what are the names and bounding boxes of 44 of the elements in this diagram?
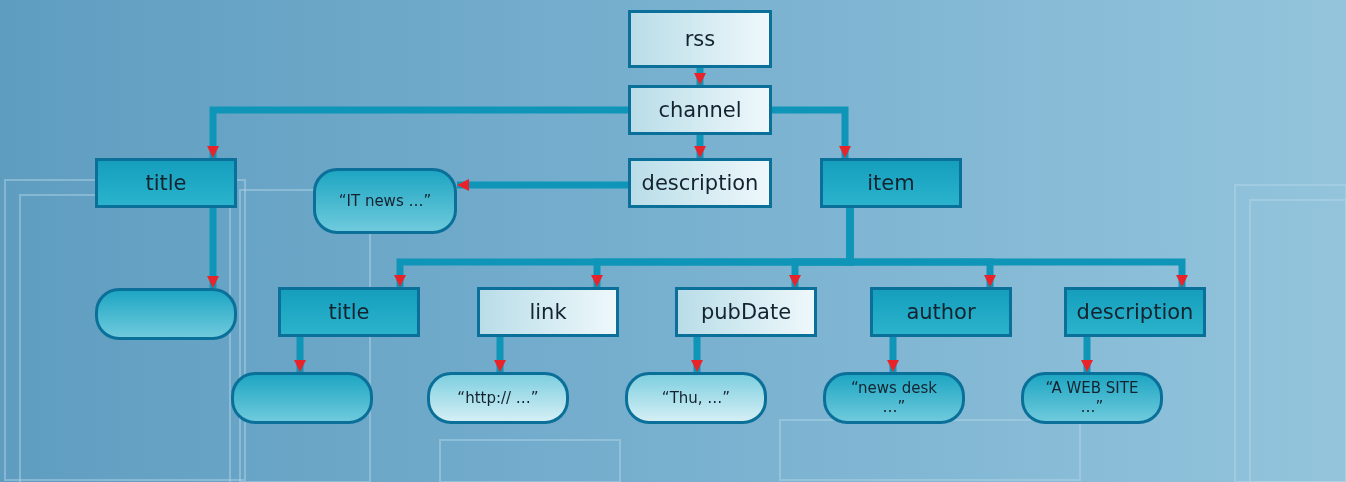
value-text: “news desk …” [850,379,938,417]
element-box [278,287,420,337]
value-pill [231,372,373,424]
element-box [675,287,817,337]
element-name: title [145,171,187,195]
connector-arrow [846,208,1188,287]
value-text: “Thu, …” [661,388,731,408]
element-name: item [867,171,915,195]
connector-arrow [694,68,706,85]
element-box [820,158,962,208]
connector-arrow [207,106,628,158]
element-box [628,10,772,68]
element-name: description [1076,300,1194,324]
element-box [628,158,772,208]
element-box [477,287,619,337]
element-name: link [529,300,567,324]
value-pill [823,372,965,424]
element-name: channel [658,98,742,122]
element-box [1064,287,1206,337]
element-name: pubDate [700,300,792,324]
element-name: description [641,171,759,195]
element-box [95,158,237,208]
connector-arrow [294,337,306,372]
connector-arrow [457,179,628,191]
connector-arrow [694,135,706,158]
value-text: “IT news …” [338,191,432,211]
element-name: author [906,300,976,324]
value-pill [1021,372,1163,424]
value-text: “A WEB SITE …” [1044,379,1140,417]
connector-arrow [772,106,851,158]
value-pill [427,372,569,424]
connector-arrow [1081,337,1093,372]
connector-arrow [207,208,219,288]
value-pill [625,372,767,424]
value-text: “http:// …” [457,388,539,408]
connector-arrow [494,337,506,372]
element-box [870,287,1012,337]
value-pill [95,288,237,340]
element-name: title [328,300,370,324]
connector-arrow [887,337,899,372]
value-pill [313,168,457,234]
element-name: rss [684,27,716,51]
element-box [628,85,772,135]
connector-arrow [691,337,703,372]
